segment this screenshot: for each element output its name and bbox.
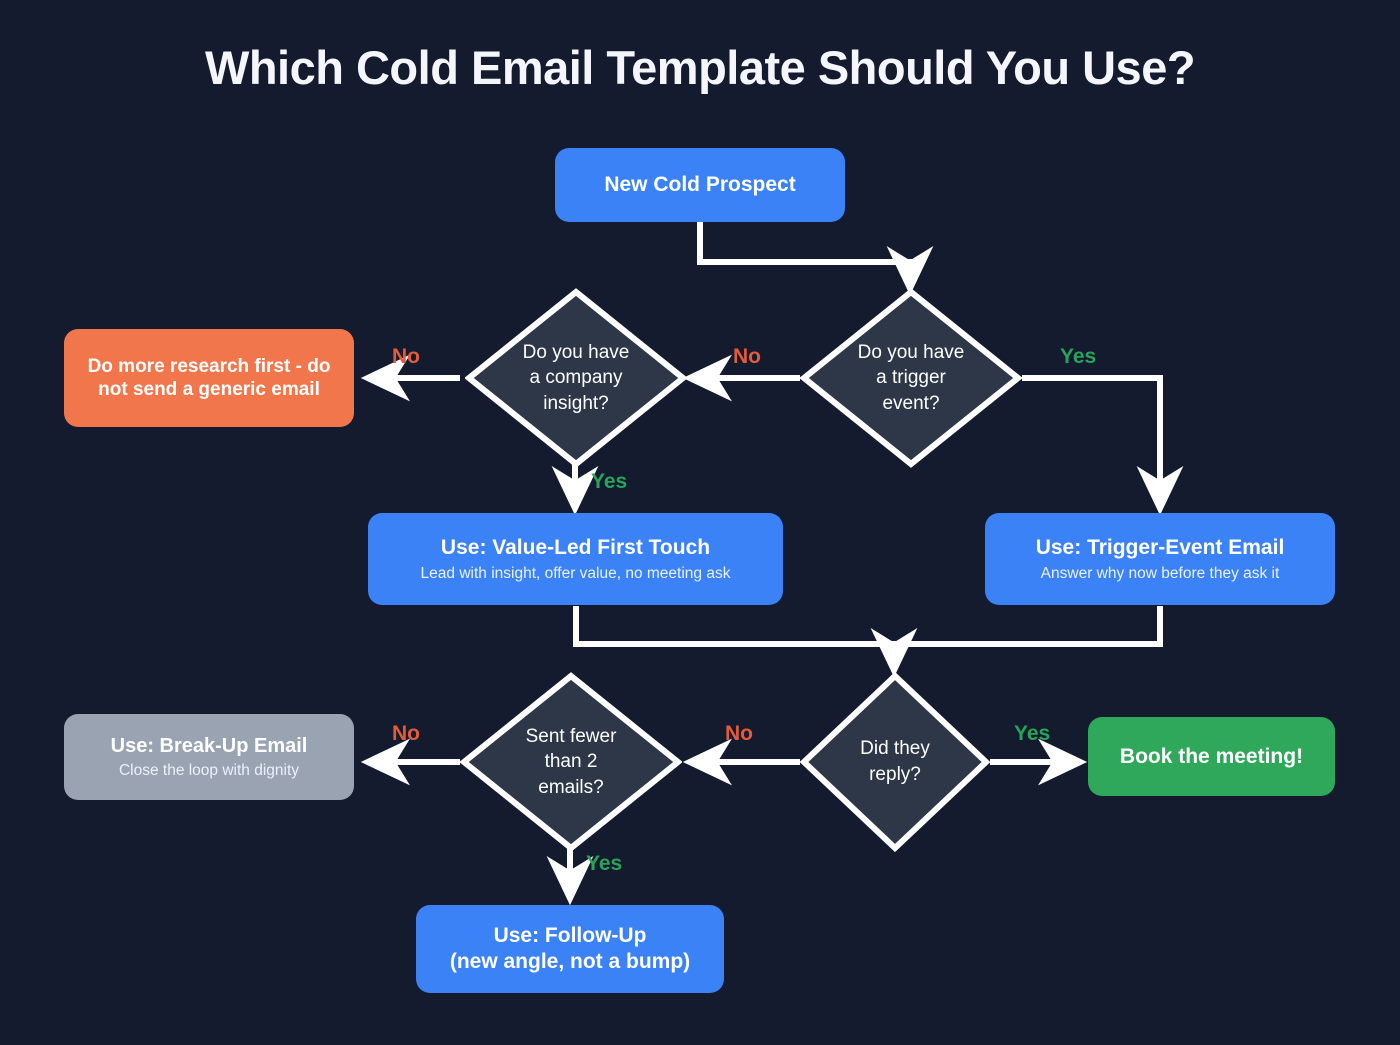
node-book-the-meeting[interactable]: Book the meeting! (1088, 717, 1335, 796)
edge-label-trigger-yes: Yes (1060, 345, 1097, 368)
edge-label-sent-no: No (392, 722, 420, 745)
node-label: New Cold Prospect (604, 173, 796, 197)
edge-start-to-trigger (697, 222, 934, 296)
decision-sent-fewer-than-2-emails[interactable]: Sent fewer than 2 emails? (460, 672, 682, 852)
edge-label-sent-yes: Yes (586, 852, 623, 875)
decision-company-insight[interactable]: Do you have a company insight? (465, 288, 687, 468)
node-subtitle: Answer why now before they ask it (1040, 564, 1280, 582)
edge-label-trigger-no: No (733, 345, 761, 368)
node-do-more-research[interactable]: Do more research first - do not send a g… (64, 329, 354, 427)
node-value-led-first-touch[interactable]: Use: Value-Led First Touch Lead with ins… (368, 513, 783, 605)
node-label: Do more research first - do not send a g… (87, 355, 331, 400)
node-new-cold-prospect[interactable]: New Cold Prospect (555, 148, 845, 222)
edge-merge-bar (573, 606, 1163, 647)
diamond-shape (800, 288, 1022, 468)
page-title: Which Cold Email Template Should You Use… (204, 41, 1196, 94)
edge-label-insight-yes: Yes (591, 470, 628, 493)
node-subtitle: Lead with insight, offer value, no meeti… (420, 564, 731, 582)
node-label: Book the meeting! (1119, 744, 1304, 768)
decision-label: Do you have a company insight? (522, 341, 630, 414)
edge-label-insight-no: No (392, 345, 420, 368)
node-trigger-event-email[interactable]: Use: Trigger-Event Email Answer why now … (985, 513, 1335, 605)
node-title: Use: Follow-Up (493, 924, 647, 948)
decision-label: Sent fewer than 2 emails? (525, 725, 617, 798)
node-title: Use: Value-Led First Touch (440, 536, 711, 559)
node-subtitle: (new angle, not a bump) (449, 950, 691, 973)
node-title: Use: Break-Up Email (110, 734, 308, 757)
node-title: Use: Trigger-Event Email (1035, 536, 1285, 559)
decision-did-they-reply[interactable]: Did they reply? (800, 672, 990, 852)
decision-label: Do you have a trigger event? (857, 341, 965, 414)
node-break-up-email[interactable]: Use: Break-Up Email Close the loop with … (64, 714, 354, 800)
edge-trigger-yes (1022, 375, 1184, 516)
decision-label: Did they reply? (860, 738, 930, 785)
edge-label-reply-no: No (725, 722, 753, 745)
edge-label-reply-yes: Yes (1014, 722, 1051, 745)
decision-trigger-event[interactable]: Do you have a trigger event? (800, 288, 1022, 468)
node-subtitle: Close the loop with dignity (118, 762, 300, 779)
diamond-shape (800, 672, 990, 852)
node-follow-up[interactable]: Use: Follow-Up (new angle, not a bump) (416, 905, 724, 993)
